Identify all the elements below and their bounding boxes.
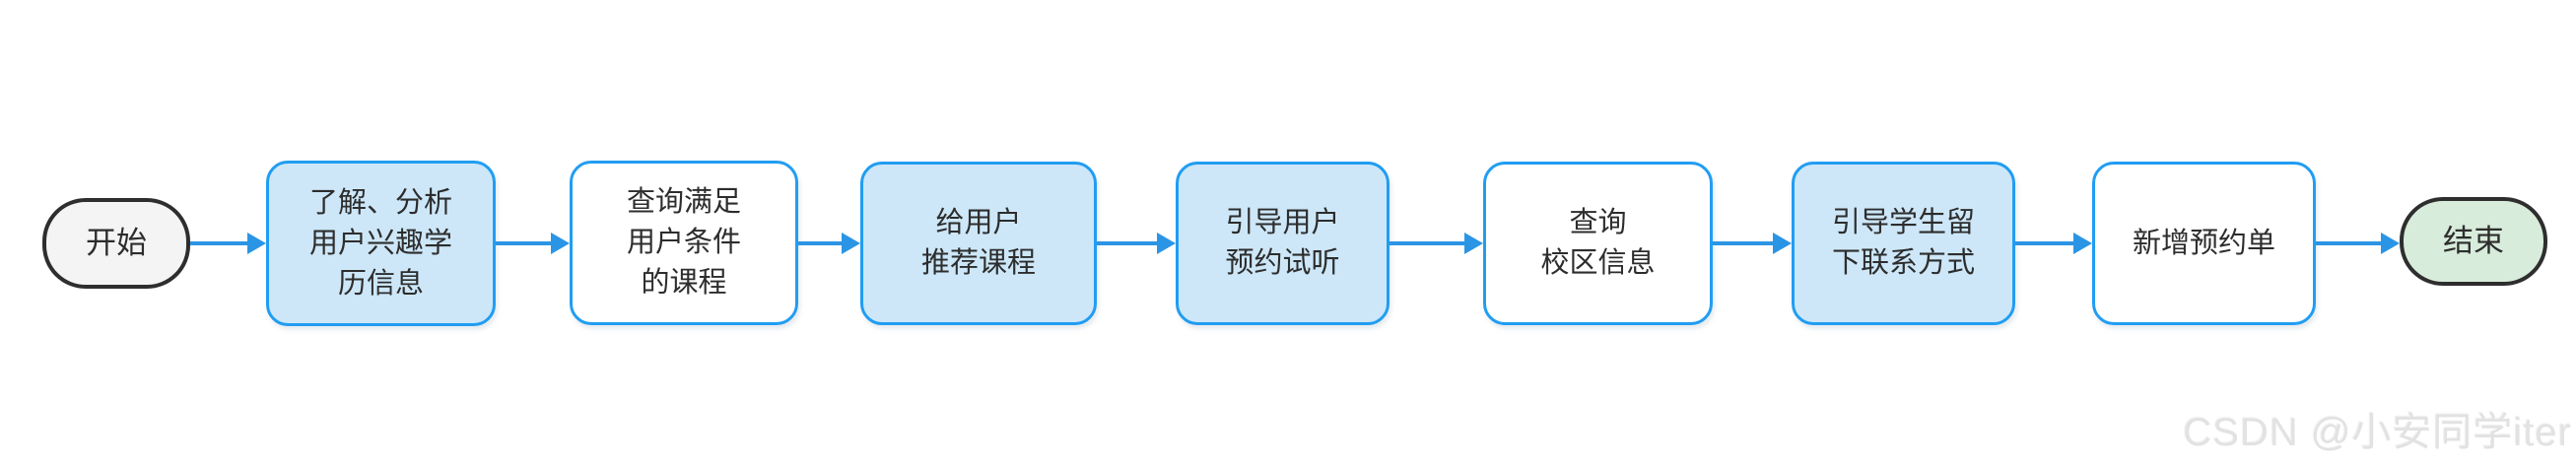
flow-node-guide-leave-contact: 引导学生留 下联系方式 [1792,162,2015,325]
label-line: 了解、分析 [308,186,452,219]
label-line: 查询 [1569,207,1627,238]
flow-node-label: 引导学生留 下联系方式 [1832,203,1975,284]
flow-node-start: 开始 [42,198,190,289]
connector-line [798,241,842,245]
label-line: 用户条件 [626,227,741,258]
flow-node-label: 查询 校区信息 [1540,203,1655,284]
arrow-right-icon [1157,233,1176,254]
flow-connector-arrow [2316,233,2400,254]
flow-node-create-booking: 新增预约单 [2092,162,2316,325]
flow-node-guide-trial-booking: 引导用户 预约试听 [1176,162,1390,325]
label-line: 用户兴趣学 [308,227,452,259]
label-line: 推荐课程 [920,247,1036,279]
label-line: 查询满足 [626,186,741,218]
connector-line [190,241,247,245]
connector-line [1390,241,1464,245]
flow-node-label: 开始 [86,224,147,263]
flow-connector-arrow [1097,233,1176,254]
flow-node-label: 给用户 推荐课程 [921,203,1036,284]
flow-node-recommend-courses: 给用户 推荐课程 [860,162,1097,325]
arrow-right-icon [247,233,266,254]
flow-connector-arrow [190,233,266,254]
label-line: 新增预约单 [2132,227,2275,259]
label-line: 历信息 [337,267,424,300]
flow-node-query-campus-info: 查询 校区信息 [1483,162,1713,325]
flow-node-analyze-user-info: 了解、分析 用户兴趣学 历信息 [266,161,496,326]
flow-node-label: 查询满足 用户条件 的课程 [627,182,741,303]
label-line: 的课程 [641,267,727,299]
connector-line [1097,241,1157,245]
flow-connector-arrow [798,233,860,254]
label-line: 结束 [2443,224,2504,258]
label-line: 开始 [86,226,147,260]
flow-node-query-matching-courses: 查询满足 用户条件 的课程 [570,161,798,325]
label-line: 预约试听 [1225,247,1340,279]
connector-line [2316,241,2381,245]
arrow-right-icon [1773,233,1792,254]
flow-node-label: 引导用户 预约试听 [1225,203,1339,284]
connector-line [1713,241,1773,245]
flow-connector-arrow [496,233,570,254]
flow-node-label: 新增预约单 [2133,224,2275,264]
connector-line [2015,241,2073,245]
flow-connector-arrow [1713,233,1792,254]
label-line: 引导学生留 [1831,207,1975,238]
label-line: 校区信息 [1540,247,1656,279]
arrow-right-icon [2381,233,2400,254]
label-line: 给用户 [935,207,1022,238]
flow-node-end: 结束 [2400,197,2547,286]
arrow-right-icon [842,233,860,254]
flow-connector-arrow [2015,233,2092,254]
connector-line [496,241,551,245]
csdn-watermark: CSDN @小安同学iter [2183,411,2572,454]
label-line: 引导用户 [1225,207,1340,238]
arrow-right-icon [551,233,570,254]
flow-connector-arrow [1390,233,1483,254]
flow-node-label: 结束 [2443,222,2504,261]
arrow-right-icon [2073,233,2092,254]
flow-node-label: 了解、分析 用户兴趣学 历信息 [309,183,452,304]
label-line: 下联系方式 [1831,247,1975,279]
arrow-right-icon [1464,233,1483,254]
